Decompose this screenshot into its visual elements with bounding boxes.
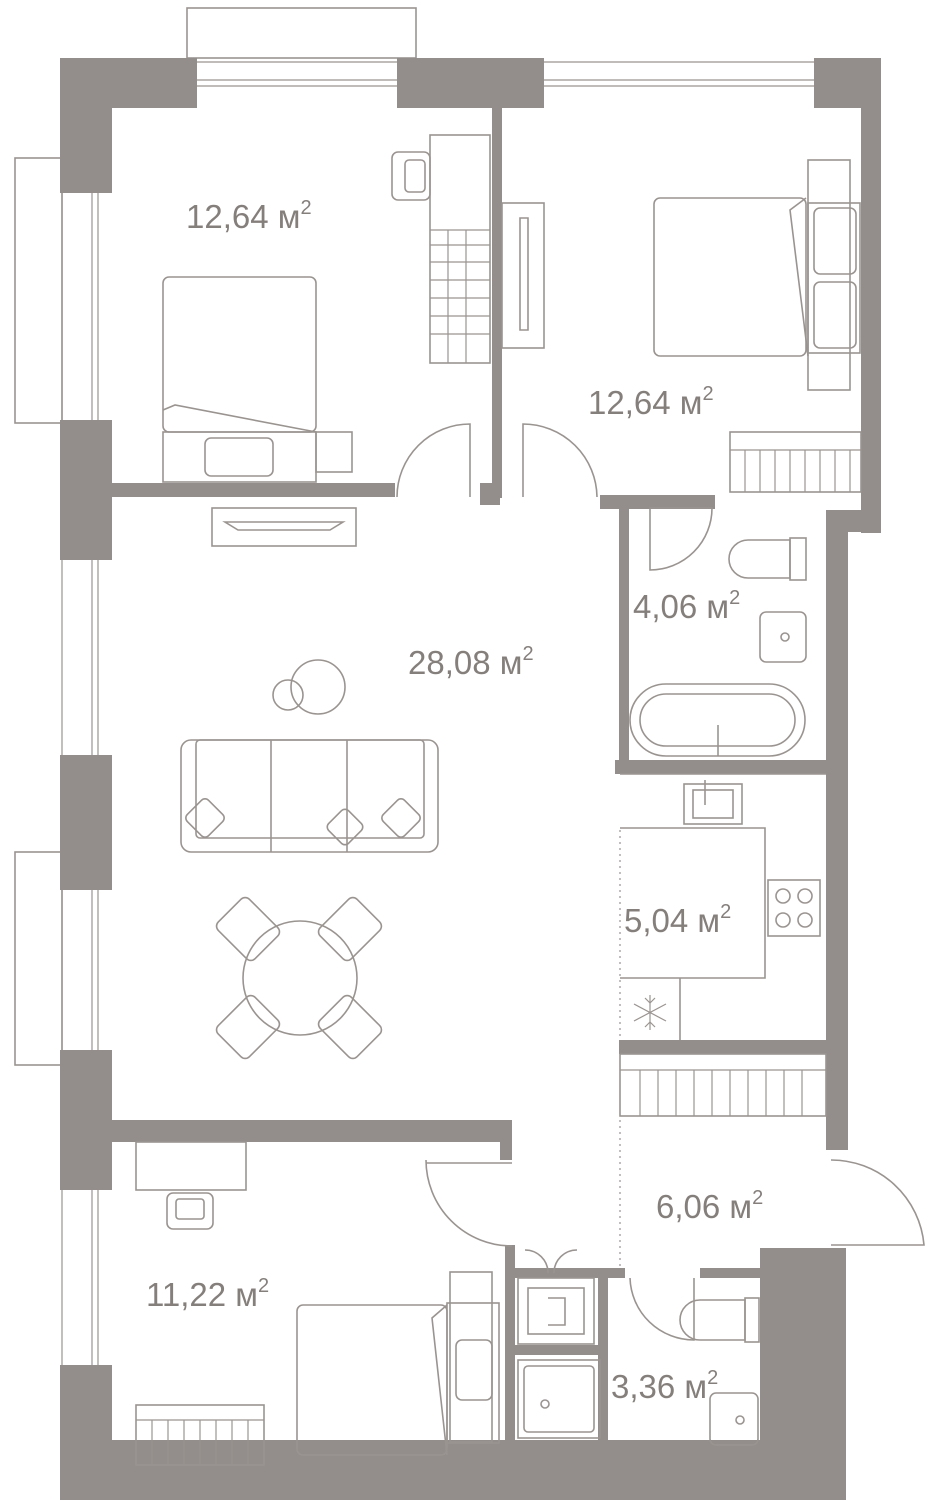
area-label-kitchen: 5,04 м2 bbox=[624, 901, 731, 939]
area-label-bedroom-2: 12,64 м2 bbox=[588, 383, 714, 421]
bathroom-1-fixtures bbox=[629, 537, 807, 757]
area-label-bathroom-2: 3,36 м2 bbox=[611, 1367, 718, 1405]
exterior-walls bbox=[60, 58, 881, 1500]
area-label-bedroom-1: 12,64 м2 bbox=[186, 197, 312, 235]
area-label-bathroom-1: 4,06 м2 bbox=[633, 587, 740, 625]
bathroom-2-fixtures bbox=[517, 1120, 760, 1446]
area-label-living-room: 28,08 м2 bbox=[408, 643, 534, 681]
area-label-hallway: 6,06 м2 bbox=[656, 1187, 763, 1225]
area-label-bedroom-3: 11,22 м2 bbox=[146, 1275, 269, 1313]
windows bbox=[61, 61, 814, 1365]
bedroom-3-furniture bbox=[135, 1141, 500, 1466]
doors bbox=[396, 423, 925, 1341]
bedroom-2-furniture bbox=[501, 159, 862, 493]
snowflake-icon bbox=[633, 995, 667, 1030]
area-labels: 12,64 м2 12,64 м2 4,06 м2 28,08 м2 5,04 … bbox=[146, 197, 763, 1405]
kitchen-fixtures bbox=[619, 773, 827, 1117]
living-room-furniture bbox=[180, 659, 439, 1060]
bedroom-1-furniture bbox=[162, 134, 491, 547]
interior-walls bbox=[112, 108, 826, 1448]
